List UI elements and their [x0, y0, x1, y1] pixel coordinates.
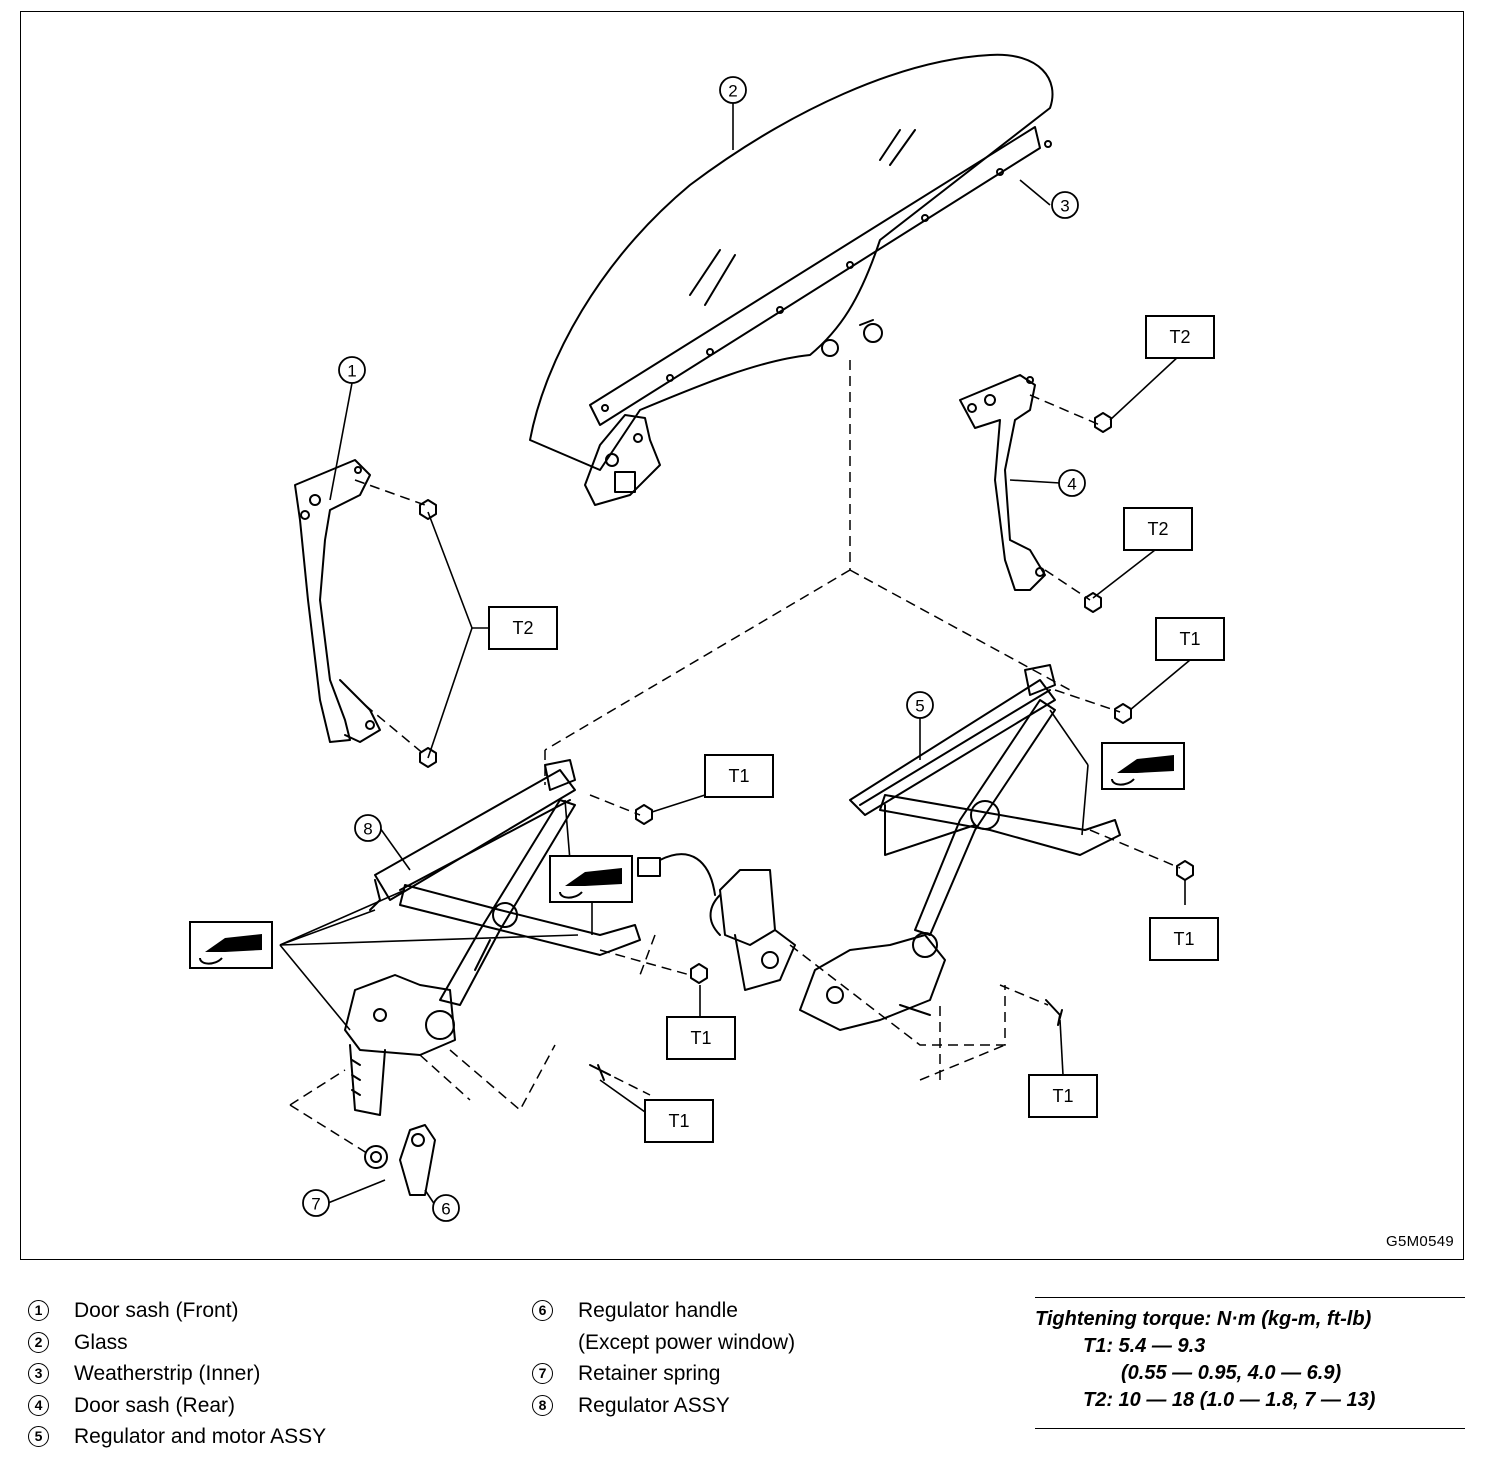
callout-4: 4: [1067, 475, 1076, 494]
t2-tag-box: [1123, 507, 1193, 551]
callout-6-circle: [432, 1194, 460, 1222]
regulator-assy-left: [344, 759, 641, 1116]
t1-tag-box: [666, 1016, 736, 1060]
t1-tag-box: [1155, 617, 1225, 661]
legend-left: 1 Door sash (Front) 2 Glass 3 Weatherstr…: [28, 1295, 326, 1453]
exploded-diagram: 2 3 1 4 5 8 6 7 T2 T2 T2 T1 T1 T1 T1 T1 …: [189, 53, 1225, 1222]
t2-tag-box: [488, 606, 558, 650]
door-sash-front: [294, 459, 381, 743]
glass-part: [529, 53, 1054, 471]
legend-item: 8 Regulator ASSY: [532, 1390, 795, 1422]
t1-tag: T1: [668, 1111, 689, 1131]
legend-item: 3 Weatherstrip (Inner): [28, 1358, 326, 1390]
legend-item: 4 Door sash (Rear): [28, 1390, 326, 1422]
t2-tag: T2: [1169, 327, 1190, 347]
torque-top-rule: [1035, 1297, 1465, 1298]
callout-7-circle: [302, 1189, 330, 1217]
t1-tag: T1: [1052, 1086, 1073, 1106]
torque-t1-detail: (0.55 — 0.95, 4.0 — 6.9): [1121, 1362, 1342, 1384]
figure-code: G5M0549: [1386, 1233, 1454, 1250]
power-window-motor: [637, 853, 796, 991]
door-sash-rear: [959, 374, 1046, 591]
t1-tag-box: [1149, 917, 1219, 961]
legend-item: 6 Regulator handle: [532, 1295, 795, 1327]
legend-item: 1 Door sash (Front): [28, 1295, 326, 1327]
legend-item: 5 Regulator and motor ASSY: [28, 1421, 326, 1453]
t1-tag-box: [1028, 1074, 1098, 1118]
grease-symbol-center: [549, 855, 633, 903]
legend-number: 3: [28, 1363, 49, 1385]
legend-text: Regulator handle: [578, 1299, 738, 1322]
dashed-guides: [289, 360, 1181, 1156]
torque-spec: Tightening torque: N·m (kg-m, ft-lb) T1:…: [1035, 1297, 1465, 1429]
legend-number: 1: [28, 1300, 49, 1322]
legend-text: Regulator and motor ASSY: [74, 1425, 327, 1448]
regulator-motor-assy: [799, 664, 1121, 1031]
callout-8-circle: [354, 814, 382, 842]
t1-tag: T1: [1179, 629, 1200, 649]
legend-number: 2: [28, 1331, 49, 1353]
callout-8: 8: [363, 820, 372, 839]
legend-text: Door sash (Rear): [74, 1393, 236, 1417]
callout-5: 5: [915, 697, 924, 716]
t1-tag-box: [704, 754, 774, 798]
callout-2: 2: [728, 82, 737, 101]
grease-symbol-left: [189, 921, 273, 969]
t2-tag: T2: [1147, 519, 1168, 539]
t1-tag: T1: [728, 766, 749, 786]
legend-text: Weatherstrip (Inner): [74, 1362, 261, 1385]
weatherstrip-part: [589, 126, 1052, 426]
callout-7: 7: [311, 1195, 320, 1214]
legend-text: Retainer spring: [578, 1362, 721, 1385]
torque-t1: T1: 5.4 — 9.3: [1083, 1335, 1206, 1357]
legend-item: 2 Glass: [28, 1327, 326, 1359]
callout-1: 1: [347, 362, 356, 381]
fasteners: [419, 412, 1194, 1081]
legend-number: 7: [532, 1363, 553, 1385]
t1-tag: T1: [690, 1028, 711, 1048]
torque-bottom-rule: [1035, 1428, 1465, 1429]
diagram-frame: [20, 11, 1464, 1260]
regulator-handle: [364, 1124, 436, 1196]
legend-number: 4: [28, 1394, 49, 1416]
legend-text: (Except power window): [578, 1330, 796, 1354]
legend-right: 6 Regulator handle (Except power window)…: [532, 1295, 795, 1421]
legend-number: 6: [532, 1300, 553, 1322]
torque-t2: T2: 10 — 18 (1.0 — 1.8, 7 — 13): [1083, 1389, 1376, 1411]
callout-2-circle: [719, 76, 747, 104]
leader-lines: [279, 103, 1191, 1206]
callout-3-circle: [1051, 191, 1079, 219]
callout-6: 6: [441, 1200, 450, 1219]
t2-tag: T2: [512, 618, 533, 638]
t2-tag-box: [1145, 315, 1215, 359]
glass-bracket: [584, 319, 883, 506]
t1-tag-box: [644, 1099, 714, 1143]
callout-5-circle: [906, 691, 934, 719]
legend-item: (Except power window): [532, 1327, 795, 1359]
legend-text: Regulator ASSY: [578, 1393, 730, 1417]
callout-4-circle: [1058, 469, 1086, 497]
legend-text: Door sash (Front): [74, 1299, 239, 1322]
legend-number: 5: [28, 1426, 49, 1448]
legend-text: Glass: [74, 1330, 128, 1354]
callout-1-circle: [338, 356, 366, 384]
torque-heading: Tightening torque: N·m (kg-m, ft-lb): [1035, 1308, 1372, 1330]
callout-3: 3: [1060, 197, 1069, 216]
grease-symbol-right: [1101, 742, 1185, 790]
legend-item: 7 Retainer spring: [532, 1358, 795, 1390]
legend-number: 8: [532, 1394, 553, 1416]
t1-tag: T1: [1173, 929, 1194, 949]
